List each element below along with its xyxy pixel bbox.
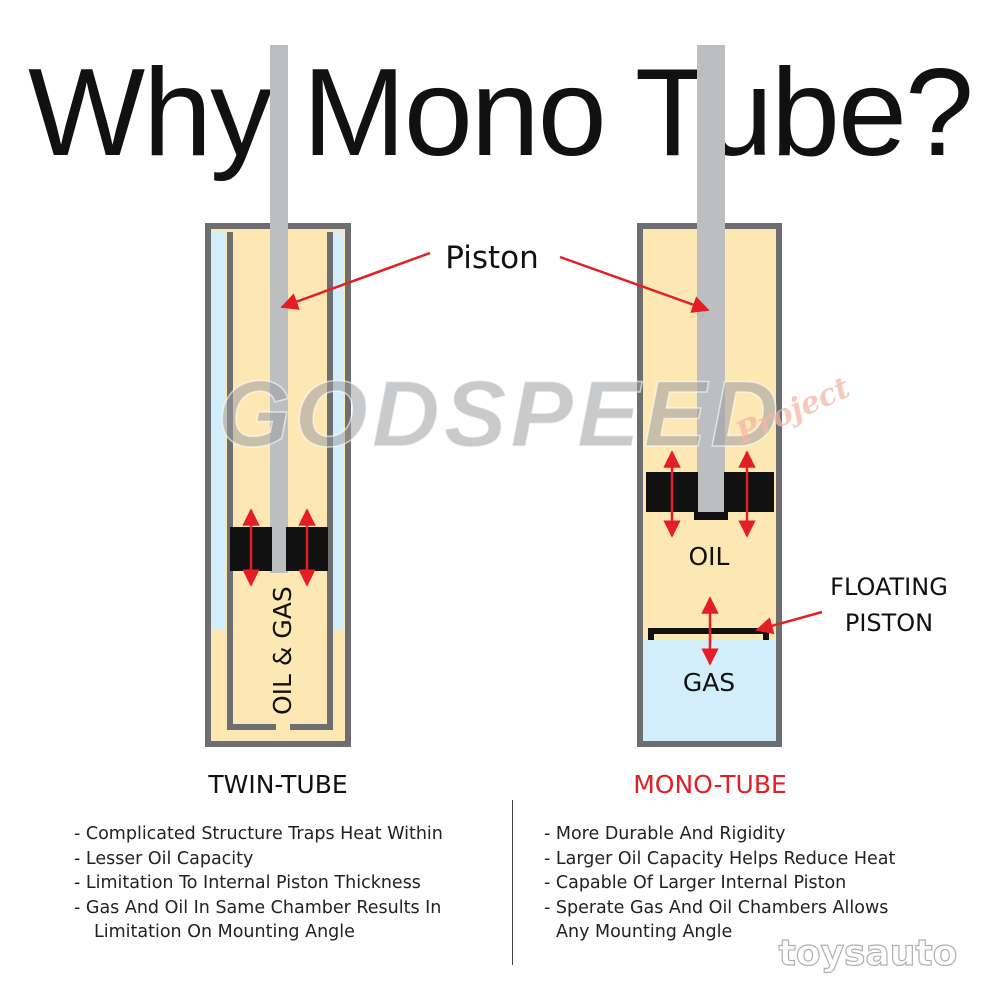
oil-label: OIL <box>689 542 730 571</box>
twin-gas-reserve-right <box>330 232 344 630</box>
rod-overlay <box>270 45 725 240</box>
floating-piston-callout-arrow <box>755 610 823 635</box>
mono-rod-top <box>697 45 725 240</box>
twin-inner-tube <box>227 232 333 730</box>
piston-callout-arrow-left <box>280 251 431 310</box>
page-title: Why Mono Tube? <box>28 44 974 182</box>
twin-bullet: - Lesser Oil Capacity <box>74 848 254 869</box>
floating-piston-label-line1: FLOATING <box>830 573 948 601</box>
piston-callout-arrow-right <box>559 255 710 313</box>
twin-bullet: - Limitation To Internal Piston Thicknes… <box>74 873 421 893</box>
twin-rod-top <box>270 45 288 240</box>
mono-bullet: - More Durable And Rigidity <box>544 824 786 844</box>
mono-bullet: - Larger Oil Capacity Helps Reduce Heat <box>544 848 896 869</box>
twin-bullet: - Complicated Structure Traps Heat Withi… <box>74 824 443 844</box>
twin-gas-reserve-left <box>212 232 226 630</box>
floating-piston-label-line2: PISTON <box>845 609 933 637</box>
toysauto-watermark: toysauto <box>779 933 958 974</box>
mono-piston-right <box>724 472 774 512</box>
mono-tube-diagram: OIL GAS <box>637 45 782 747</box>
mono-tube-bullets: - More Durable And Rigidity - Larger Oil… <box>544 822 895 945</box>
twin-tube-bullets: - Complicated Structure Traps Heat Withi… <box>74 822 443 945</box>
mono-bullet-continuation: Any Mounting Angle <box>556 922 733 942</box>
godspeed-watermark: GODSPEED <box>218 361 783 466</box>
mono-tube-heading: MONO-TUBE <box>633 770 787 799</box>
mono-bullet: - Capable Of Larger Internal Piston <box>544 873 847 893</box>
piston-label: Piston <box>445 240 539 276</box>
column-divider <box>512 800 513 965</box>
gas-label: GAS <box>683 668 735 697</box>
twin-tube-heading: TWIN-TUBE <box>208 770 348 799</box>
twin-bullet: - Gas And Oil In Same Chamber Results In <box>74 897 442 918</box>
twin-bullet-continuation: Limitation On Mounting Angle <box>94 922 355 942</box>
mono-piston-base <box>694 512 728 520</box>
mono-bullet: - Sperate Gas And Oil Chambers Allows <box>544 897 889 918</box>
oil-gas-label: OIL & GAS <box>268 586 297 715</box>
